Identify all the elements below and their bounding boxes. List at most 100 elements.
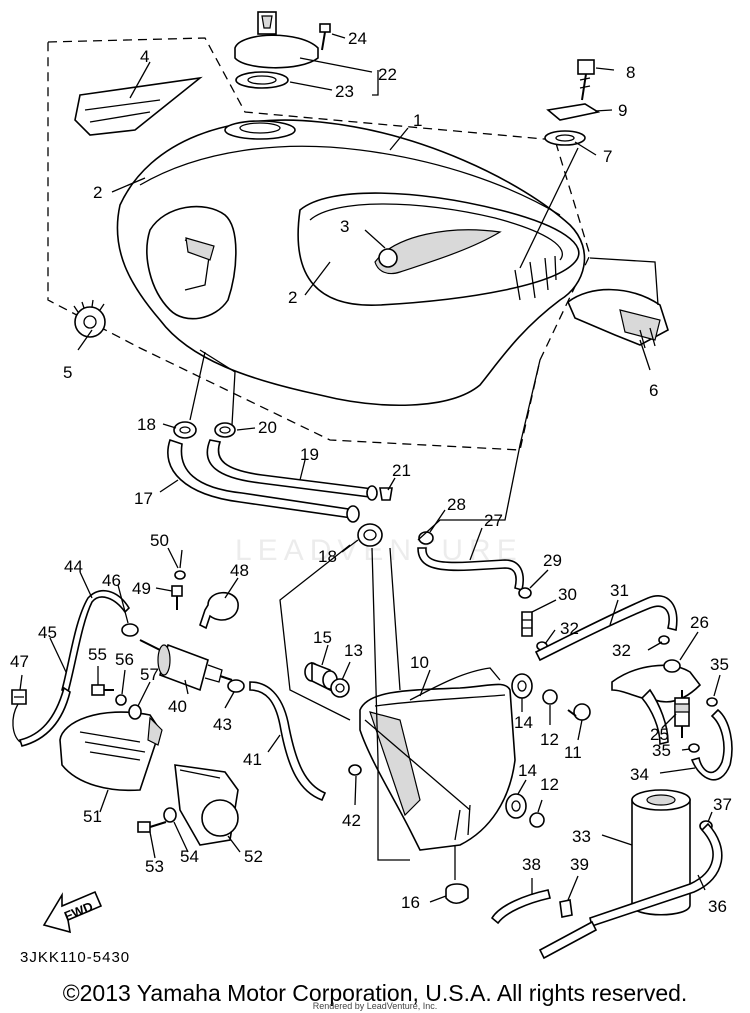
grommet-13[interactable] bbox=[330, 678, 350, 698]
washer-56[interactable] bbox=[115, 694, 127, 706]
hose-clamp-21[interactable] bbox=[379, 487, 393, 501]
callout-32b: 32 bbox=[612, 641, 631, 660]
fuel-hose-41[interactable] bbox=[249, 681, 327, 802]
fuel-hose-44[interactable] bbox=[61, 589, 131, 694]
hose-38[interactable] bbox=[490, 889, 551, 925]
callout-29: 29 bbox=[543, 551, 562, 570]
filter-clamp-48[interactable] bbox=[199, 591, 239, 630]
callout-17: 17 bbox=[134, 489, 153, 508]
hose-clamp-20[interactable] bbox=[214, 422, 236, 438]
callout-49: 49 bbox=[132, 579, 151, 598]
drain-cap-16[interactable] bbox=[445, 883, 469, 905]
fuel-tank[interactable] bbox=[116, 119, 586, 407]
callout-15: 15 bbox=[313, 628, 332, 647]
callout-18a: 18 bbox=[137, 415, 156, 434]
filter-collar-50[interactable] bbox=[174, 570, 186, 580]
hose-connector[interactable] bbox=[538, 920, 598, 960]
hose-34[interactable] bbox=[690, 708, 733, 781]
hose-clamp-46[interactable] bbox=[121, 623, 139, 637]
grommet-14a[interactable] bbox=[511, 673, 533, 699]
sub-fuel-tank[interactable] bbox=[359, 667, 516, 851]
fuel-hose-45[interactable] bbox=[18, 686, 71, 747]
mount-damper[interactable] bbox=[544, 130, 586, 146]
hose-clip-35a[interactable] bbox=[706, 697, 718, 707]
grommet-14b[interactable] bbox=[505, 793, 527, 819]
canister-cover-51[interactable] bbox=[59, 711, 163, 792]
callout-43: 43 bbox=[213, 715, 232, 734]
callout-30: 30 bbox=[558, 585, 577, 604]
hose-clip-35b[interactable] bbox=[688, 743, 700, 753]
collar-12a[interactable] bbox=[542, 689, 558, 705]
callout-28: 28 bbox=[447, 495, 466, 514]
callout-26: 26 bbox=[690, 613, 709, 632]
callout-21: 21 bbox=[392, 461, 411, 480]
leader-lines bbox=[19, 33, 721, 903]
bolt-55[interactable] bbox=[91, 684, 114, 696]
vent-hose-31[interactable] bbox=[534, 595, 678, 662]
hose-36[interactable] bbox=[589, 822, 723, 928]
filter-bolt-49[interactable] bbox=[171, 585, 183, 610]
callout-35a: 35 bbox=[710, 655, 729, 674]
union-30[interactable] bbox=[521, 611, 533, 637]
callout-53: 53 bbox=[145, 857, 164, 876]
callout-12a: 12 bbox=[540, 730, 559, 749]
callout-31: 31 bbox=[610, 581, 629, 600]
callout-32a: 32 bbox=[560, 619, 579, 638]
callout-47: 47 bbox=[10, 652, 29, 671]
fuel-filter[interactable] bbox=[139, 639, 233, 692]
callout-3: 3 bbox=[340, 217, 349, 236]
charcoal-canister[interactable] bbox=[631, 789, 691, 916]
fuel-hose-19[interactable] bbox=[206, 439, 375, 498]
hose-clamp-18b[interactable] bbox=[357, 523, 383, 547]
callout-20: 20 bbox=[258, 418, 277, 437]
callout-25: 25 bbox=[650, 725, 669, 744]
canister-bracket-52[interactable] bbox=[174, 764, 239, 846]
callout-23: 23 bbox=[335, 82, 354, 101]
fwd-label: FWD bbox=[62, 899, 95, 924]
callout-55: 55 bbox=[88, 645, 107, 664]
cap-screw[interactable] bbox=[319, 23, 331, 51]
callout-1: 1 bbox=[413, 111, 422, 130]
hose-clip-39[interactable] bbox=[559, 899, 573, 918]
callout-38: 38 bbox=[522, 855, 541, 874]
tank-grommet[interactable] bbox=[73, 299, 106, 338]
tank-emblem[interactable] bbox=[74, 76, 203, 136]
callout-27: 27 bbox=[484, 511, 503, 530]
fuel-cap[interactable] bbox=[234, 11, 319, 69]
callout-labels: 1 2 2 3 4 5 6 7 8 9 10 11 12 12 13 14 14… bbox=[10, 29, 732, 916]
callout-14b: 14 bbox=[518, 761, 537, 780]
callout-11: 11 bbox=[564, 743, 582, 762]
callout-52: 52 bbox=[244, 847, 263, 866]
callout-13: 13 bbox=[344, 641, 363, 660]
hose-clamp-43[interactable] bbox=[227, 679, 245, 693]
washer-54[interactable] bbox=[163, 807, 177, 823]
callout-5: 5 bbox=[63, 363, 72, 382]
valve-25[interactable] bbox=[674, 690, 690, 738]
hose-clip-29[interactable] bbox=[518, 587, 532, 599]
bolt-53[interactable] bbox=[137, 821, 167, 833]
collar-12b[interactable] bbox=[529, 812, 545, 828]
hose-clamp-18a[interactable] bbox=[173, 421, 197, 439]
mount-washer[interactable] bbox=[546, 103, 601, 121]
callout-16: 16 bbox=[401, 893, 420, 912]
hose-clamp-47[interactable] bbox=[11, 689, 27, 705]
callout-46: 46 bbox=[102, 571, 121, 590]
callout-51: 51 bbox=[83, 807, 102, 826]
callout-35b: 35 bbox=[652, 741, 671, 760]
mount-bolt[interactable] bbox=[577, 59, 595, 101]
callout-7: 7 bbox=[603, 147, 612, 166]
collar-57[interactable] bbox=[128, 704, 142, 720]
spacer-15[interactable] bbox=[304, 661, 338, 692]
tank-bracket[interactable] bbox=[567, 288, 669, 349]
callout-36: 36 bbox=[708, 897, 727, 916]
callout-6: 6 bbox=[649, 381, 658, 400]
hose-clamp-42[interactable] bbox=[348, 764, 362, 776]
callout-24: 24 bbox=[348, 29, 367, 48]
callout-2a: 2 bbox=[93, 183, 102, 202]
callout-33: 33 bbox=[572, 827, 591, 846]
bolt-11[interactable] bbox=[567, 703, 591, 721]
cap-gasket[interactable] bbox=[235, 71, 289, 89]
callout-9: 9 bbox=[618, 101, 627, 120]
fwd-arrow-icon: FWD bbox=[42, 890, 103, 934]
fuel-hose-27[interactable] bbox=[417, 547, 524, 592]
